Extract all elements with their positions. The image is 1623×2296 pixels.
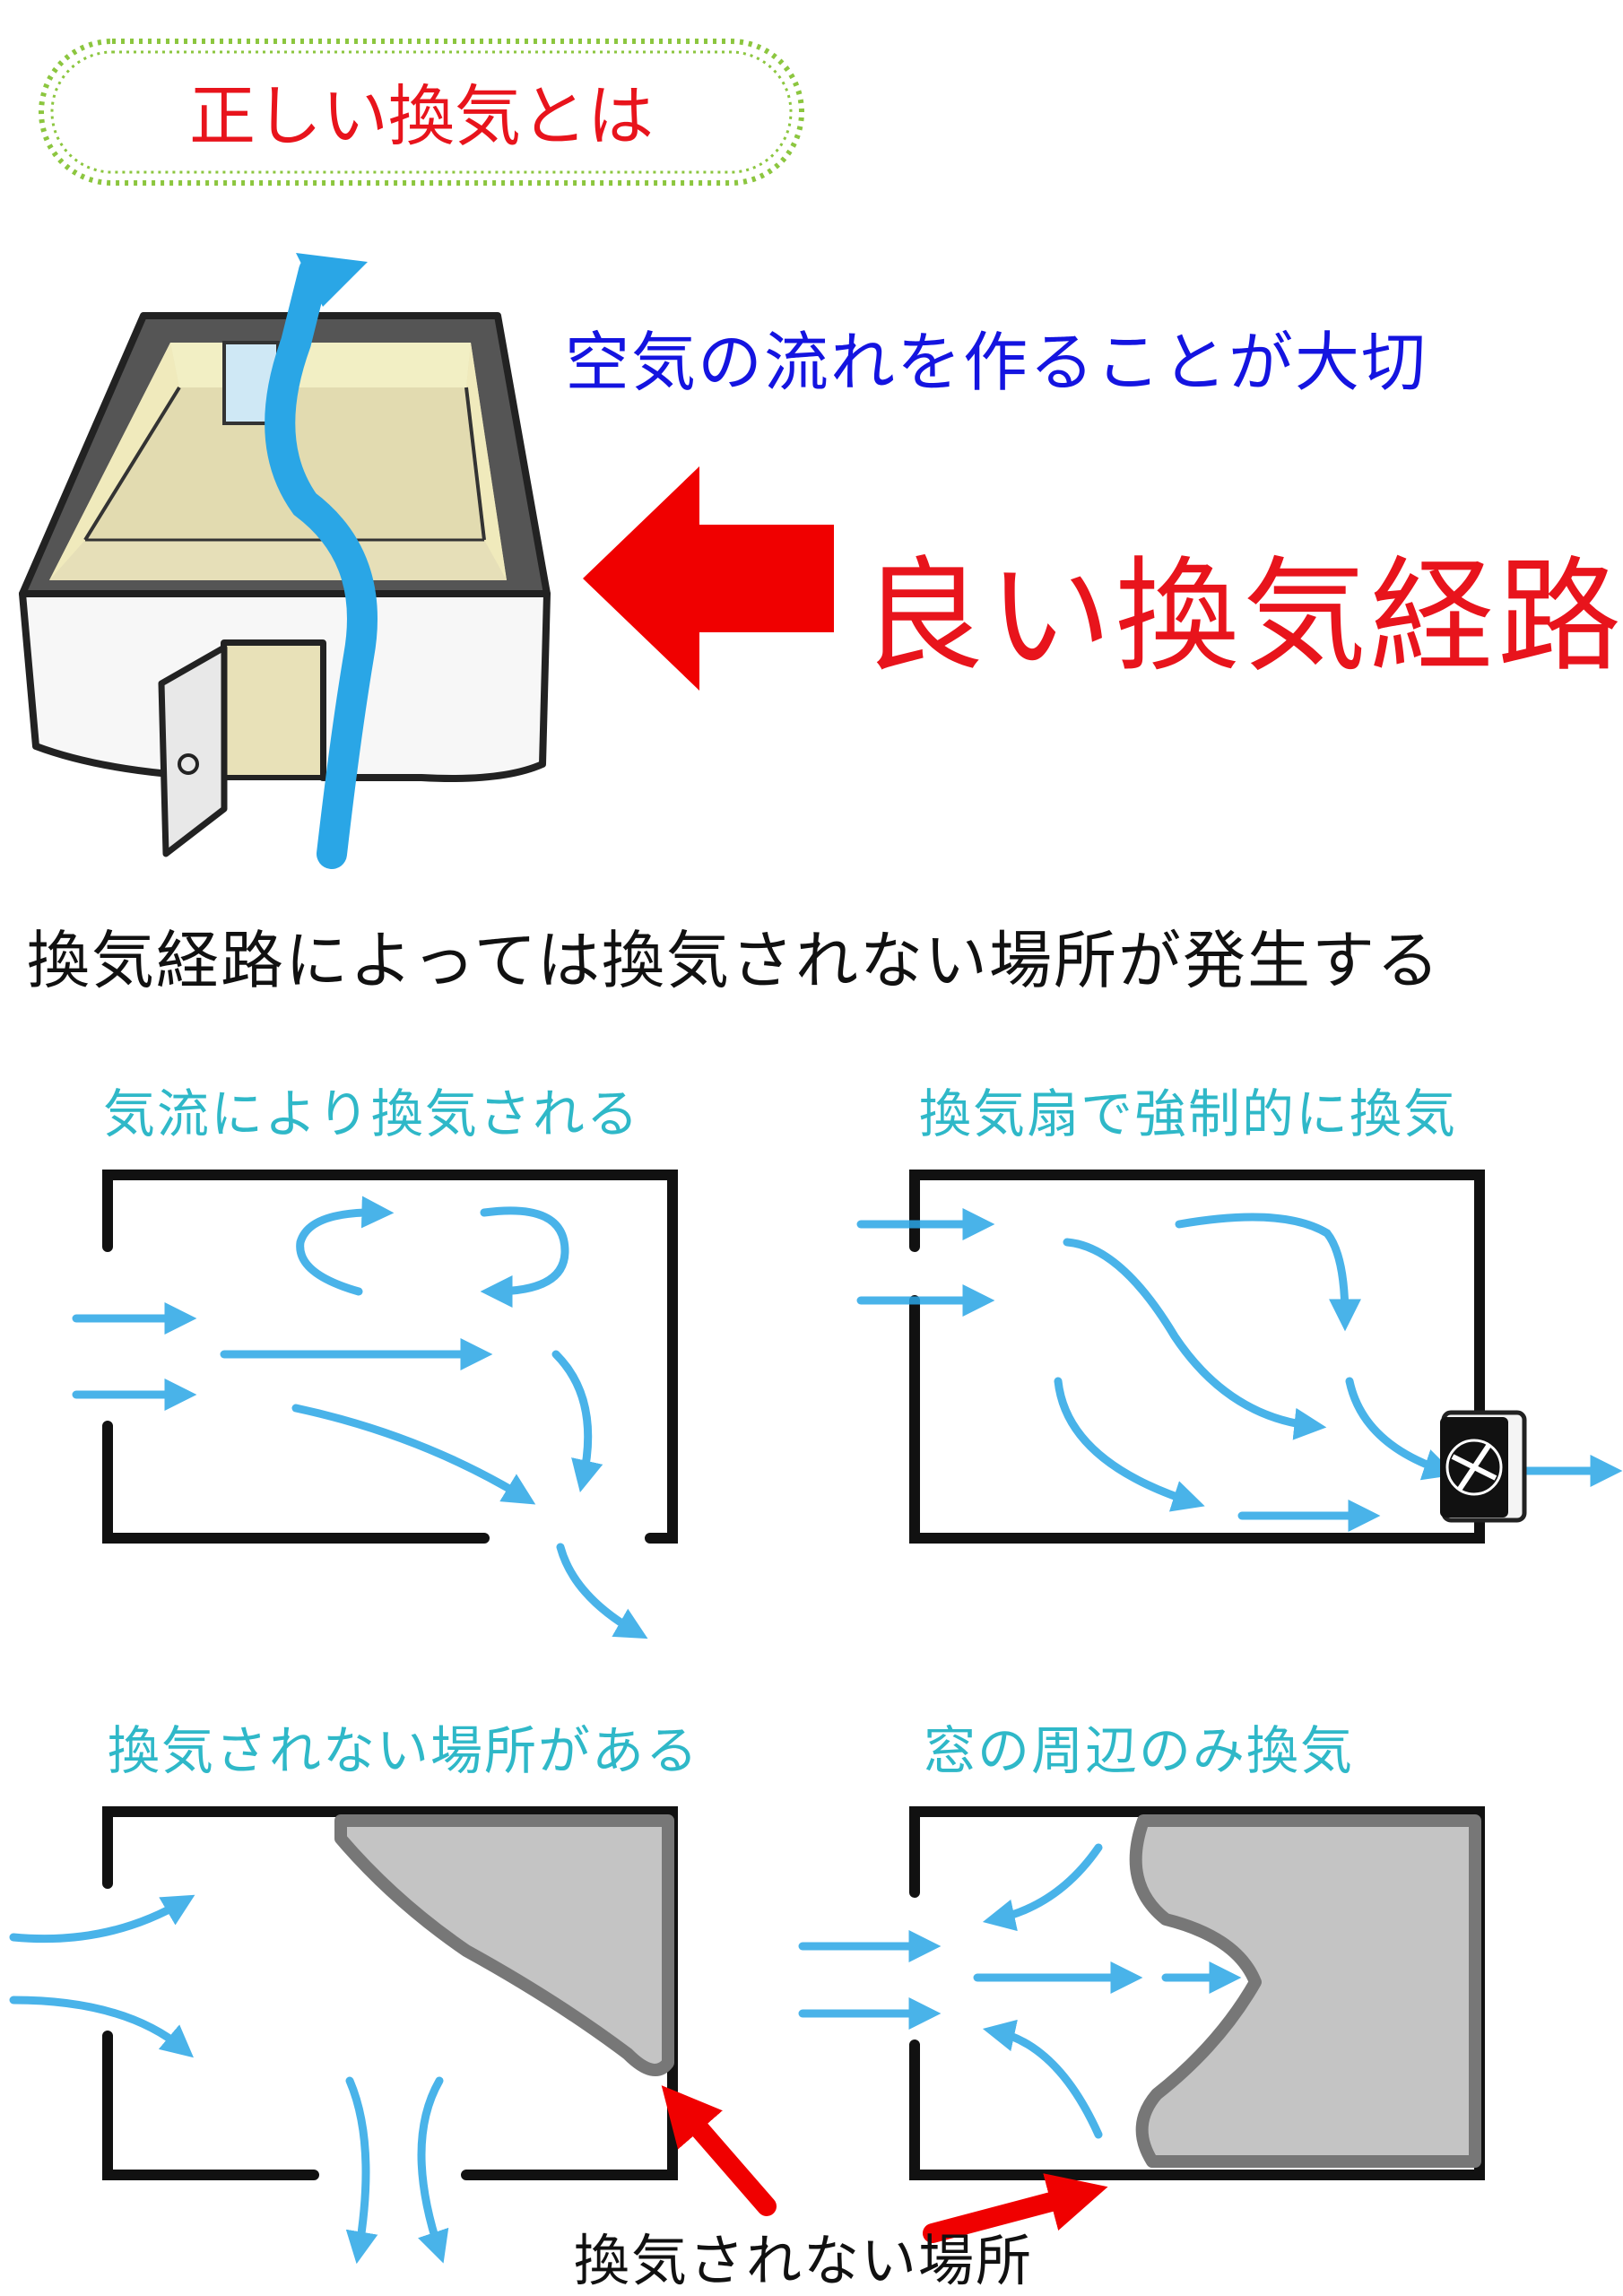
panel-label-3: 換気されない場所がある	[108, 1720, 700, 1781]
airflow-diagrams	[9, 1170, 1623, 2265]
room-3	[102, 1806, 678, 2180]
pointer-arrow-2	[923, 2173, 1108, 2243]
panel-label-2: 換気扇で強制的に換気	[919, 1083, 1458, 1144]
panel-label-4: 窓の周辺のみ換気	[924, 1720, 1355, 1781]
page-title: 正しい換気とは	[189, 78, 654, 155]
callout-unventilated: 換気されない場所	[574, 2228, 1034, 2293]
subtitle-good-route: 良い換気経路	[861, 544, 1623, 689]
pointer-arrow-1	[661, 2085, 777, 2216]
house-illustration	[19, 253, 551, 869]
panel-label-1: 気流により換気される	[103, 1083, 640, 1144]
big-red-arrow	[583, 466, 834, 691]
stagnant-zone-4	[1129, 1814, 1481, 2168]
room-1	[102, 1170, 678, 1544]
room-2	[909, 1170, 1485, 1544]
subtitle-air-flow: 空気の流れを作ることが大切	[565, 325, 1428, 400]
door-shape	[158, 644, 228, 857]
airflow-arrowhead	[296, 253, 368, 307]
note-text: 換気経路によっては換気されない場所が発生する	[27, 924, 1441, 997]
stagnant-zone-3	[334, 1814, 674, 2076]
title-pill-frame	[39, 39, 804, 186]
ventilation-fan-icon	[1440, 1410, 1527, 1523]
